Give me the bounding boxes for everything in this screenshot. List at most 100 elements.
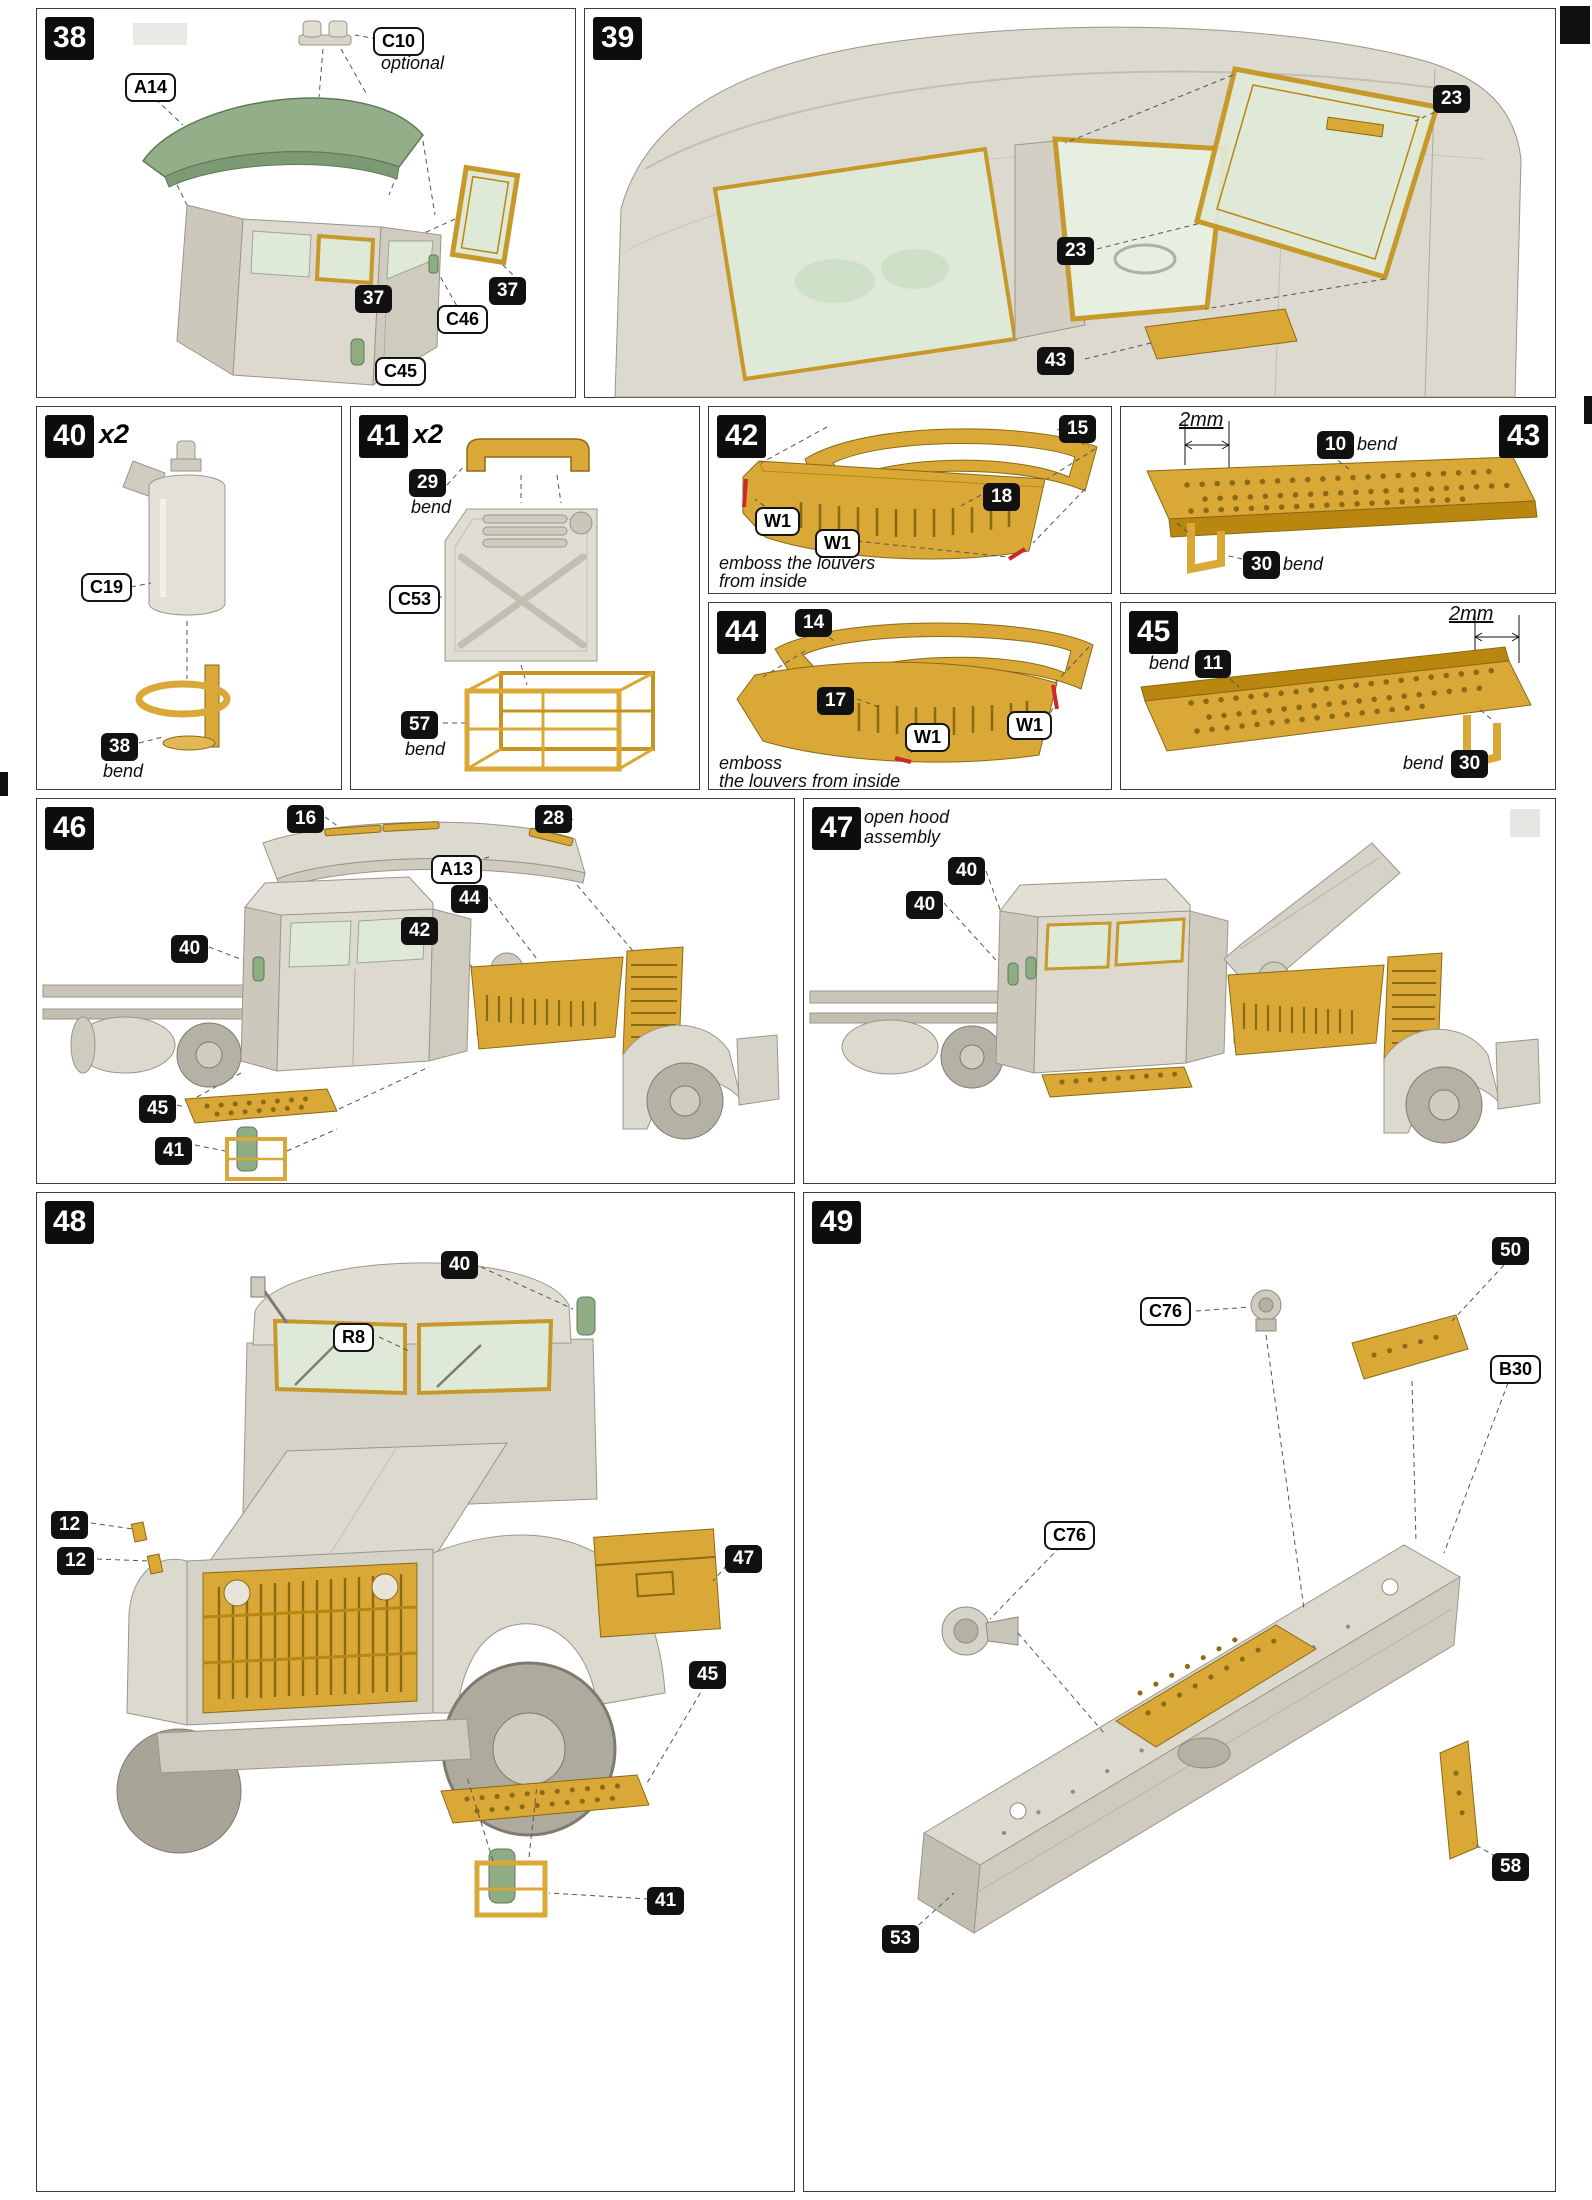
- dimension-2mm: [1474, 615, 1520, 663]
- pe-hook-12: [146, 1553, 164, 1575]
- pe-callout-37: 37: [355, 285, 393, 313]
- jerrycan-c53: [444, 508, 598, 662]
- part-label-c10: C10: [373, 27, 425, 56]
- pe-callout-11: 11: [1195, 650, 1232, 678]
- part-label-c76: C76: [1044, 1521, 1096, 1550]
- headlight: [223, 1579, 251, 1607]
- part-label-b30: B30: [1490, 1355, 1542, 1384]
- pe-strip-16: [382, 821, 440, 832]
- pe-callout-16: 16: [287, 805, 325, 833]
- strap-29: [466, 438, 590, 472]
- leader-lines: [90, 1266, 728, 1900]
- pe-callout-47: 47: [725, 1545, 763, 1573]
- panel-step-44: 44 14 17 W1 W1 emboss the louvers from i…: [708, 602, 1112, 791]
- illustration-step-38: [133, 20, 521, 386]
- pe-callout-29: 29: [409, 469, 447, 497]
- horn-c76-lower: [941, 1606, 1019, 1656]
- pe-tread-plate: [1115, 1624, 1317, 1748]
- step-number: 41: [359, 415, 409, 458]
- pe-callout-43: 43: [1037, 347, 1075, 375]
- note-open-hood-line2: assembly: [864, 827, 941, 847]
- step-number: 38: [45, 17, 95, 60]
- quantity-multiplier: x2: [413, 419, 444, 449]
- extinguisher-40: [488, 1848, 516, 1904]
- front-end: [126, 1442, 721, 1918]
- pe-callout-53: 53: [882, 1925, 920, 1953]
- pe-grille: [202, 1562, 418, 1714]
- dimension-label: 2mm: [1179, 409, 1224, 431]
- running-board: [1041, 1066, 1193, 1098]
- pe-callout-40: 40: [948, 857, 986, 885]
- step-number: 47: [812, 807, 862, 850]
- bracket-30: [1187, 523, 1225, 574]
- vent-part-c10: [298, 20, 352, 46]
- pe-callout-45: 45: [139, 1095, 177, 1123]
- running-board-45: [184, 1088, 338, 1124]
- pe-callout-12: 12: [51, 1511, 89, 1539]
- illustration-step-40: [122, 440, 231, 751]
- leader-lines: [911, 1264, 1509, 1932]
- leader-lines: [130, 582, 188, 744]
- part-label-a13: A13: [431, 855, 483, 884]
- note-bend: bend: [405, 739, 446, 759]
- horn-c76-upper: [1250, 1289, 1282, 1332]
- part-c45: [350, 338, 365, 366]
- illustration-step-43: [1146, 421, 1538, 574]
- part-label-a14: A14: [125, 73, 177, 102]
- note-emboss-line2: from inside: [719, 571, 808, 591]
- pe-callout-45: 45: [689, 1661, 727, 1689]
- part-label-c19: C19: [81, 573, 133, 602]
- leader-lines: [1064, 74, 1452, 360]
- extinguisher-40: [1025, 956, 1037, 980]
- step-number: 49: [812, 1201, 862, 1244]
- pe-callout-44: 44: [451, 885, 489, 913]
- pe-callout-38: 38: [101, 733, 139, 761]
- note-bend: bend: [1149, 653, 1190, 673]
- panel-step-49: 49 50 C76 B30 C76 58 53: [803, 1192, 1556, 2192]
- extinguisher-40: [576, 1296, 596, 1336]
- bracket-38: [135, 664, 231, 751]
- pe-toolbox-47: [593, 1528, 721, 1638]
- bumper-b30: [917, 1544, 1461, 1934]
- mirror: [250, 1276, 266, 1298]
- illustration-step-47: [809, 842, 1541, 1144]
- part-label-w1: W1: [755, 507, 800, 536]
- glue-mark-red: [894, 756, 912, 764]
- note-bend: bend: [1403, 753, 1444, 773]
- illustration-step-44: [736, 622, 1094, 764]
- step-number: 42: [717, 415, 767, 458]
- pe-callout-50: 50: [1492, 1237, 1530, 1265]
- pe-callout-40: 40: [906, 891, 944, 919]
- scan-artifact: [1584, 396, 1592, 424]
- pe-callout-23: 23: [1057, 237, 1095, 265]
- dimension-2mm: [1184, 421, 1230, 469]
- extinguisher-40: [1007, 962, 1019, 986]
- pe-callout-41: 41: [155, 1137, 193, 1165]
- windshield-frame-37: [449, 164, 521, 266]
- illustration-step-45: [1140, 615, 1532, 771]
- panel-step-47: 47 open hood assembly 40 40: [803, 798, 1556, 1184]
- glue-mark-red: [1051, 684, 1059, 710]
- glue-mark-red: [742, 478, 748, 508]
- extinguisher-40: [236, 1126, 258, 1172]
- windshield-glass-23: [1193, 66, 1441, 281]
- illustration-step-49: [911, 1264, 1509, 1934]
- print-bleed: [1510, 809, 1540, 837]
- panel-step-45: 45 2mm bend 11 bend 30: [1120, 602, 1556, 790]
- pe-callout-30: 30: [1243, 551, 1281, 579]
- pe-callout-30: 30: [1451, 750, 1489, 778]
- print-bleed: [133, 23, 187, 45]
- pe-callout-57: 57: [401, 711, 439, 739]
- pe-callout-14: 14: [795, 609, 833, 637]
- truck: [809, 842, 1541, 1144]
- panel-step-40: 40 x2 C19 38 bend: [36, 406, 342, 790]
- panel-step-38: 38 C10 optional A14 37 C46 37 C45: [36, 8, 576, 398]
- part-label-w1: W1: [905, 723, 950, 752]
- wipers: [294, 1342, 482, 1388]
- dimension-label: 2mm: [1449, 603, 1494, 625]
- pe-callout-37: 37: [489, 277, 527, 305]
- panel-step-48: 48 40 R8 12 12 47 45 41: [36, 1192, 795, 2192]
- part-label-c76: C76: [1140, 1297, 1192, 1326]
- step-number: 44: [717, 611, 767, 654]
- illustration-step-39: [614, 26, 1522, 398]
